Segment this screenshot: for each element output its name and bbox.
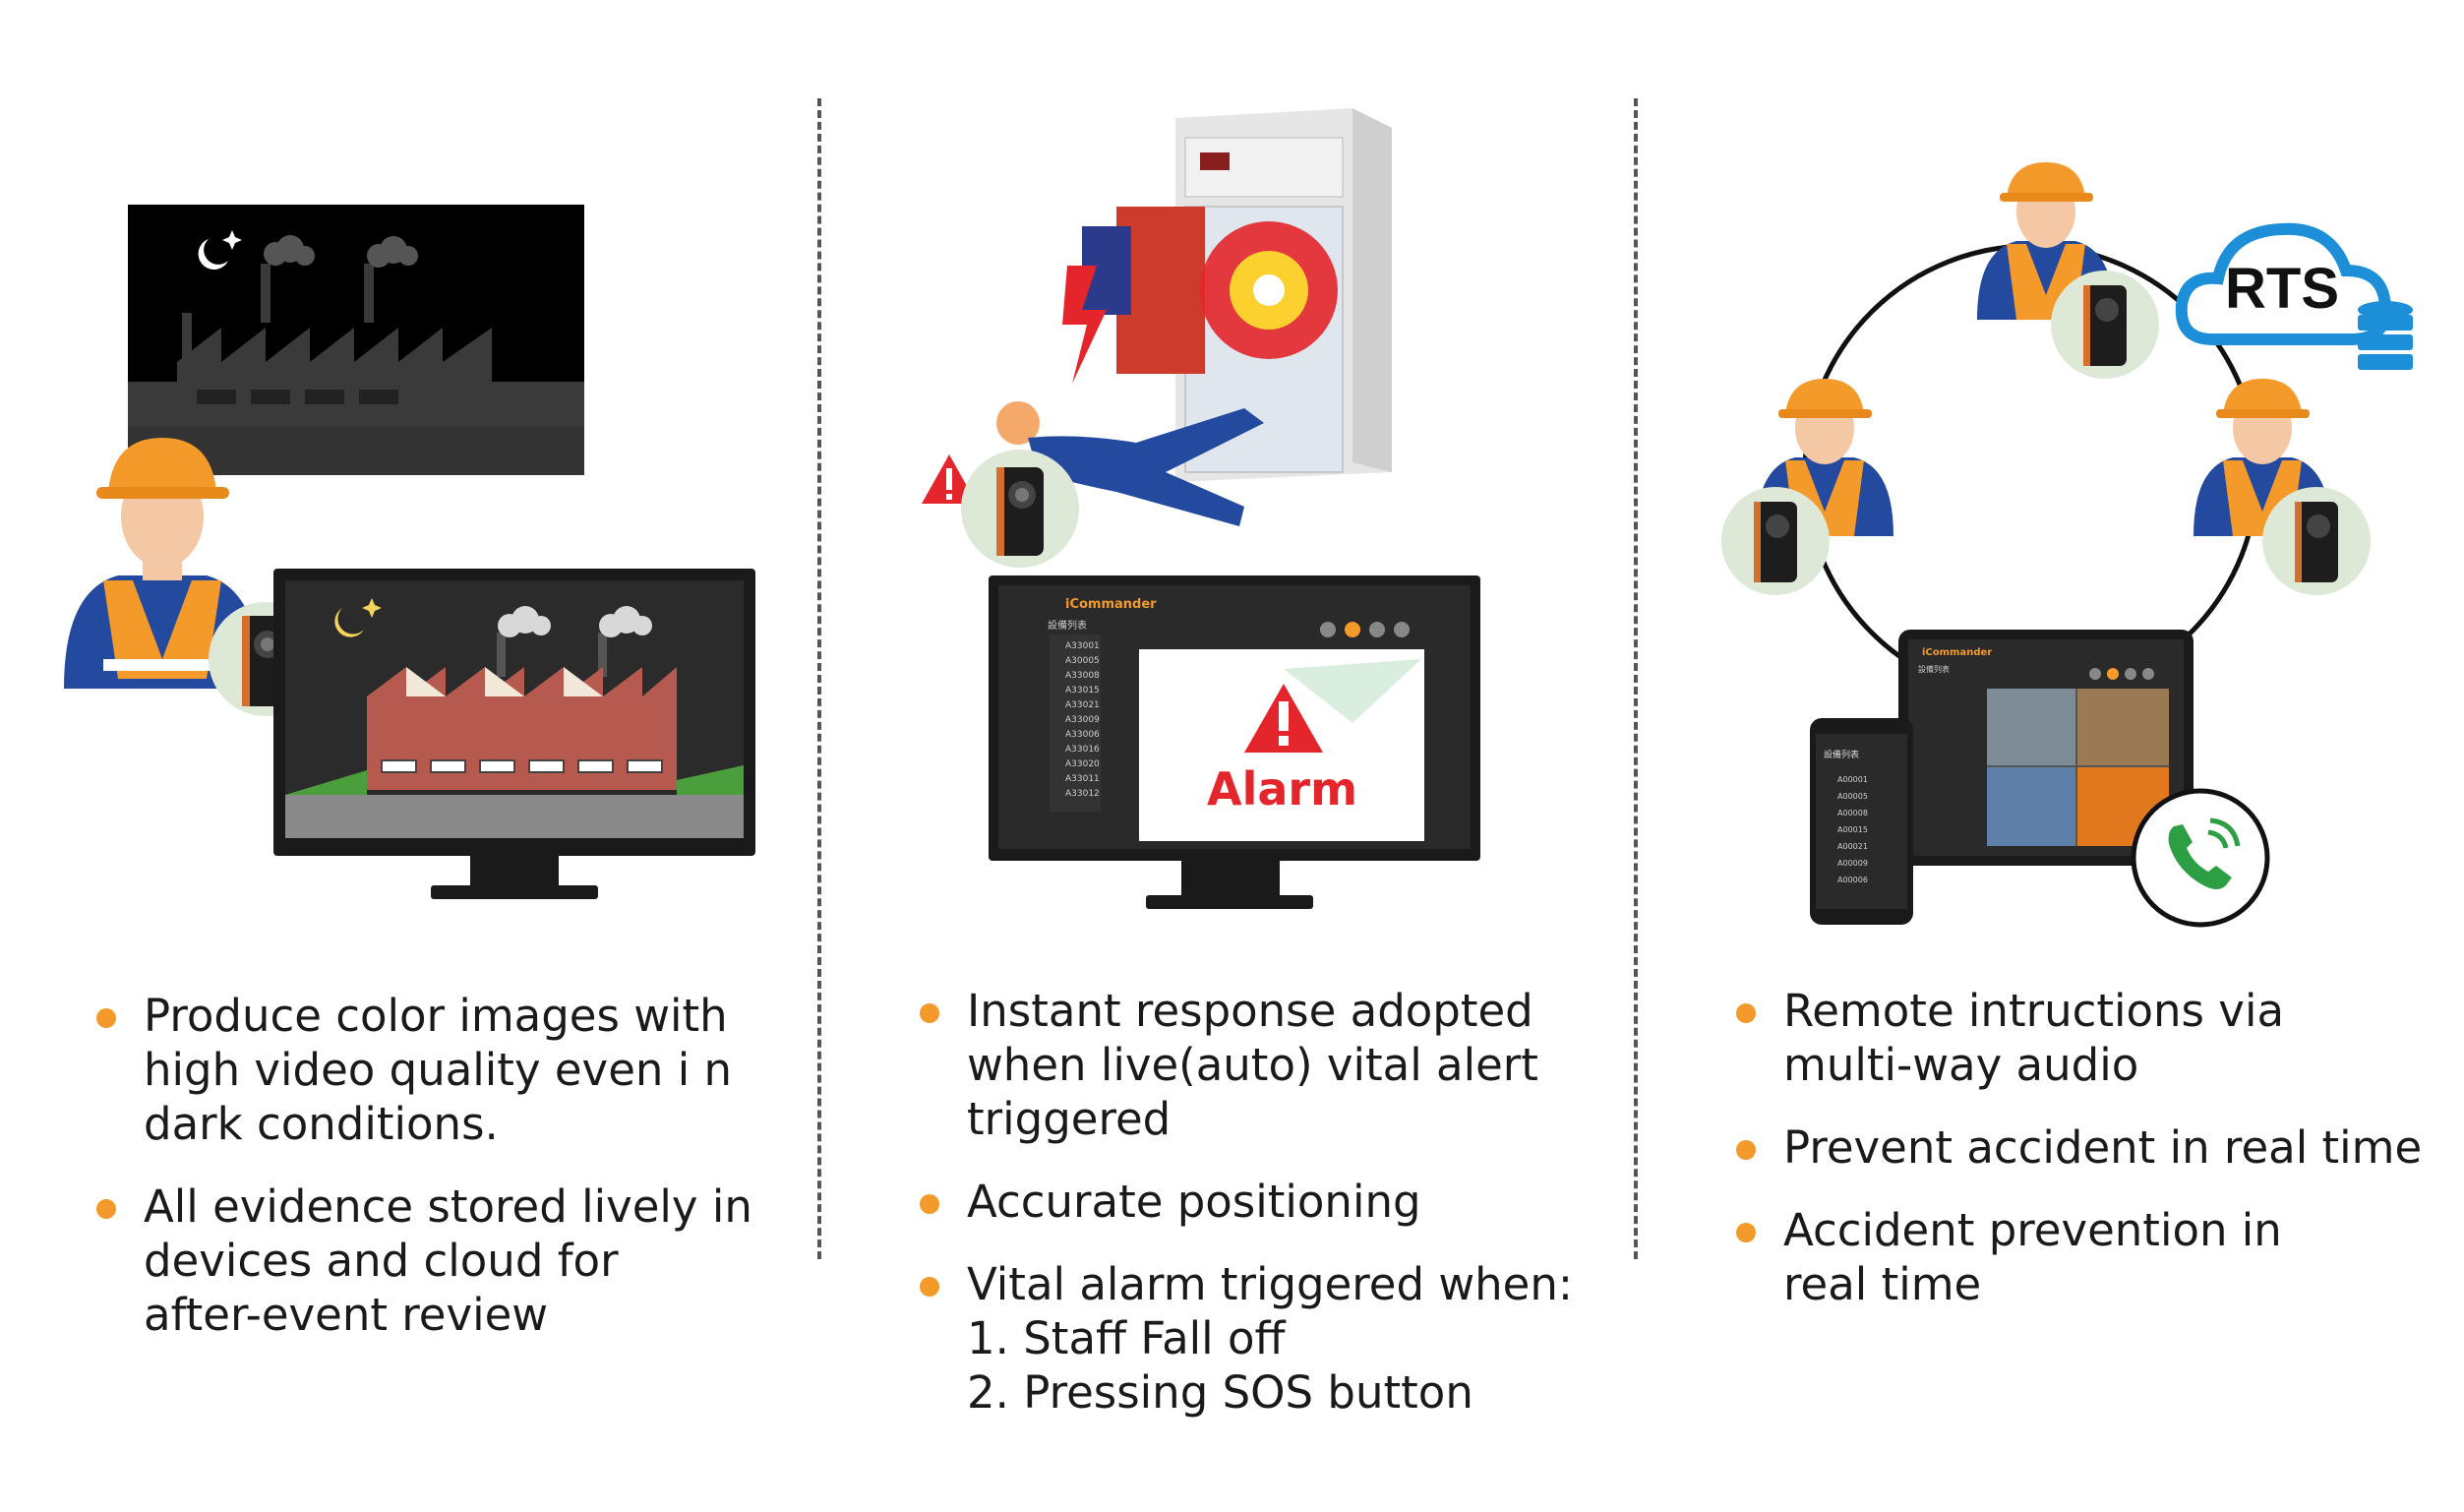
bullet-item: Remote intructions via multi-way audio xyxy=(1736,984,2464,1092)
tablet-app-name: iCommander xyxy=(1922,647,1993,658)
bullet-list-vital-alarm: Instant response adopted when live(auto)… xyxy=(920,984,1618,1448)
phone-panel-title: 設備列表 xyxy=(1824,751,1860,760)
cloud-label: RTS xyxy=(2225,257,2339,321)
bullet-list-night-vision: Produce color images with high video qua… xyxy=(96,989,785,1370)
list-item[interactable]: A33008 xyxy=(1065,671,1100,681)
worker-with-body-camera xyxy=(64,438,315,716)
monitor-color-night-view xyxy=(273,569,755,899)
alarm-label: Alarm xyxy=(1207,762,1358,816)
bullet-list-remote-audio: Remote intructions via multi-way audio P… xyxy=(1736,984,2464,1340)
night-factory-photo xyxy=(128,205,584,475)
fallen-worker xyxy=(996,401,1264,526)
list-item[interactable]: A33009 xyxy=(1065,715,1100,725)
worker-right xyxy=(2194,379,2371,595)
bullet-item: Instant response adopted when live(auto)… xyxy=(920,984,1618,1146)
phone-device: 設備列表 A00001 A00005 A00008 A00015 A00021 … xyxy=(1810,718,1913,925)
list-item[interactable]: A33006 xyxy=(1065,730,1100,740)
bullet-dot-icon xyxy=(1736,1003,1756,1023)
list-item[interactable]: A00021 xyxy=(1837,842,1868,851)
bullet-dot-icon xyxy=(920,1194,939,1214)
warning-icon xyxy=(922,454,977,504)
list-item[interactable]: A33020 xyxy=(1065,759,1100,769)
worker-left xyxy=(1721,379,1893,595)
list-item[interactable]: A00006 xyxy=(1837,876,1868,884)
list-item[interactable]: A33021 xyxy=(1065,700,1100,710)
bullet-item: Produce color images with high video qua… xyxy=(96,989,785,1151)
list-item[interactable]: A30005 xyxy=(1065,656,1100,666)
column-remote-audio: RTS iCommander 設備列表 設備列表 A00001 A00005 A… xyxy=(1638,0,2464,1512)
bullet-item: Accident prevention in real time xyxy=(1736,1203,2464,1311)
column-night-vision: Produce color images with high video qua… xyxy=(0,0,816,1512)
list-item[interactable]: A00008 xyxy=(1837,809,1868,817)
bullet-dot-icon xyxy=(96,1008,116,1028)
bullet-item: Vital alarm triggered when: 1. Staff Fal… xyxy=(920,1257,1618,1420)
list-item[interactable]: A33015 xyxy=(1065,686,1100,696)
body-camera-icon xyxy=(961,450,1079,568)
tablet-device: iCommander 設備列表 xyxy=(1898,630,2194,866)
worker-top xyxy=(1977,162,2159,379)
list-item[interactable]: A00001 xyxy=(1837,775,1868,784)
bullet-item: Prevent accident in real time xyxy=(1736,1120,2464,1175)
bullet-dot-icon xyxy=(920,1003,939,1023)
list-item[interactable]: A00015 xyxy=(1837,825,1868,834)
bullet-dot-icon xyxy=(920,1277,939,1297)
list-item[interactable]: A33012 xyxy=(1065,789,1100,799)
rts-cloud-icon: RTS xyxy=(2174,202,2420,379)
list-item[interactable]: A33016 xyxy=(1065,745,1100,755)
list-item[interactable]: A00005 xyxy=(1837,792,1868,801)
phone-call-icon xyxy=(2131,788,2270,928)
dashed-divider xyxy=(1634,98,1638,1259)
list-item[interactable]: A33011 xyxy=(1065,774,1100,784)
bullet-dot-icon xyxy=(1736,1223,1756,1242)
monitor-alarm-screen: iCommander 設備列表 A33001 A30005 A33008 A33… xyxy=(989,575,1480,915)
column-vital-alarm: iCommander 設備列表 A33001 A30005 A33008 A33… xyxy=(821,0,1638,1512)
app-name-label: iCommander xyxy=(1065,597,1157,612)
bullet-dot-icon xyxy=(96,1199,116,1219)
bullet-dot-icon xyxy=(1736,1140,1756,1160)
list-item[interactable]: A00009 xyxy=(1837,859,1868,868)
panel-title-label: 設備列表 xyxy=(1048,621,1087,632)
bullet-item: All evidence stored lively in devices an… xyxy=(96,1179,785,1342)
electrical-cabinet-explosion xyxy=(1062,108,1392,482)
list-item[interactable]: A33001 xyxy=(1065,641,1100,651)
tablet-panel-title: 設備列表 xyxy=(1918,665,1950,674)
phone-device-list: A00001 A00005 A00008 A00015 A00021 A0000… xyxy=(1837,771,1868,888)
device-list: A33001 A30005 A33008 A33015 A33021 A3300… xyxy=(1065,639,1100,802)
bullet-item: Accurate positioning xyxy=(920,1175,1618,1229)
dashed-divider xyxy=(817,98,821,1259)
